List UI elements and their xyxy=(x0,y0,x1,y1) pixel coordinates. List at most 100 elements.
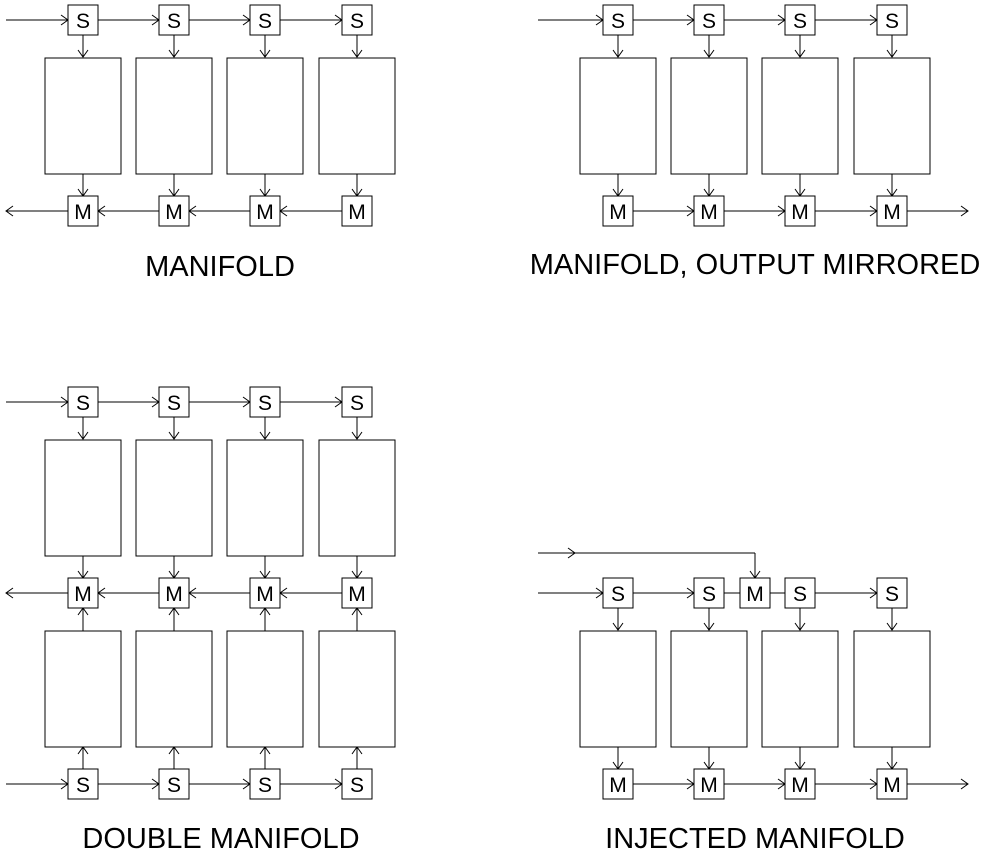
machine-box xyxy=(135,630,213,748)
splitter-label: S xyxy=(350,392,364,415)
arrowhead xyxy=(703,622,715,631)
merger-label: M xyxy=(165,201,183,224)
merger-label: M xyxy=(791,774,809,797)
merger-box xyxy=(158,577,190,609)
arrowhead xyxy=(612,622,624,631)
splitter-label: S xyxy=(793,583,807,606)
splitter-box xyxy=(158,386,190,418)
arrowhead xyxy=(960,778,969,790)
machine-box xyxy=(135,57,213,175)
arrowhead xyxy=(77,431,89,440)
merger-label: M xyxy=(791,201,809,224)
splitter-box xyxy=(876,577,908,609)
merger-label: M xyxy=(883,201,901,224)
machine-box xyxy=(670,630,748,748)
splitter-label: S xyxy=(611,583,625,606)
machine-box xyxy=(318,439,396,557)
arrowhead xyxy=(612,49,624,58)
merger-box xyxy=(876,768,908,800)
splitter-label: S xyxy=(167,774,181,797)
splitter-box xyxy=(341,768,373,800)
merger-label: M xyxy=(348,583,366,606)
arrowhead xyxy=(886,49,898,58)
machine-box xyxy=(853,630,931,748)
machine-box xyxy=(44,630,122,748)
splitter-label: S xyxy=(167,392,181,415)
splitter-box xyxy=(67,386,99,418)
arrowhead xyxy=(351,49,363,58)
merger-box xyxy=(739,577,771,609)
arrowhead xyxy=(5,587,14,599)
caption-injected-manifold: INJECTED MANIFOLD xyxy=(605,823,905,854)
merger-box xyxy=(693,195,725,227)
splitter-label: S xyxy=(702,583,716,606)
splitter-label: S xyxy=(793,10,807,33)
machine-box xyxy=(226,439,304,557)
splitter-box xyxy=(67,4,99,36)
merger-label: M xyxy=(883,774,901,797)
arrowhead xyxy=(168,49,180,58)
merger-box xyxy=(693,768,725,800)
splitter-box xyxy=(784,4,816,36)
merger-box xyxy=(158,195,190,227)
splitter-label: S xyxy=(350,774,364,797)
arrowhead xyxy=(886,622,898,631)
splitter-label: S xyxy=(76,774,90,797)
splitter-label: S xyxy=(350,10,364,33)
merger-box xyxy=(602,768,634,800)
machine-box xyxy=(226,57,304,175)
merger-label: M xyxy=(256,583,274,606)
machine-box xyxy=(318,630,396,748)
caption-manifold: MANIFOLD xyxy=(145,251,295,283)
machine-box xyxy=(226,630,304,748)
splitter-box xyxy=(784,577,816,609)
merger-label: M xyxy=(74,583,92,606)
splitter-box xyxy=(249,386,281,418)
merger-label: M xyxy=(165,583,183,606)
splitter-box xyxy=(158,4,190,36)
splitter-box xyxy=(693,4,725,36)
machine-box xyxy=(44,57,122,175)
splitter-box xyxy=(249,768,281,800)
machine-box xyxy=(761,630,839,748)
arrowhead xyxy=(960,205,969,217)
merger-box xyxy=(784,768,816,800)
merger-label: M xyxy=(348,201,366,224)
merger-label: M xyxy=(74,201,92,224)
merger-box xyxy=(602,195,634,227)
arrowhead xyxy=(77,49,89,58)
machine-box xyxy=(135,439,213,557)
merger-box xyxy=(67,577,99,609)
splitter-label: S xyxy=(167,10,181,33)
splitter-label: S xyxy=(885,583,899,606)
merger-label: M xyxy=(256,201,274,224)
arrowhead xyxy=(5,205,14,217)
arrowhead xyxy=(168,431,180,440)
merger-box xyxy=(67,195,99,227)
caption-manifold-output-mirrored: MANIFOLD, OUTPUT MIRRORED xyxy=(530,249,981,281)
splitter-box xyxy=(67,768,99,800)
machine-box xyxy=(853,57,931,175)
splitter-box xyxy=(602,4,634,36)
machine-box xyxy=(318,57,396,175)
machine-box xyxy=(44,439,122,557)
merger-box xyxy=(784,195,816,227)
splitter-label: S xyxy=(885,10,899,33)
splitter-box xyxy=(602,577,634,609)
arrowhead xyxy=(351,431,363,440)
arrowhead xyxy=(259,49,271,58)
wires-layer xyxy=(5,14,969,790)
splitter-box xyxy=(249,4,281,36)
splitter-box xyxy=(876,4,908,36)
machine-box xyxy=(761,57,839,175)
merger-label: M xyxy=(609,201,627,224)
arrowhead xyxy=(794,622,806,631)
merger-label: M xyxy=(700,774,718,797)
splitter-label: S xyxy=(258,392,272,415)
machine-box xyxy=(670,57,748,175)
splitter-label: S xyxy=(258,10,272,33)
merger-label: M xyxy=(609,774,627,797)
splitter-label: S xyxy=(76,392,90,415)
